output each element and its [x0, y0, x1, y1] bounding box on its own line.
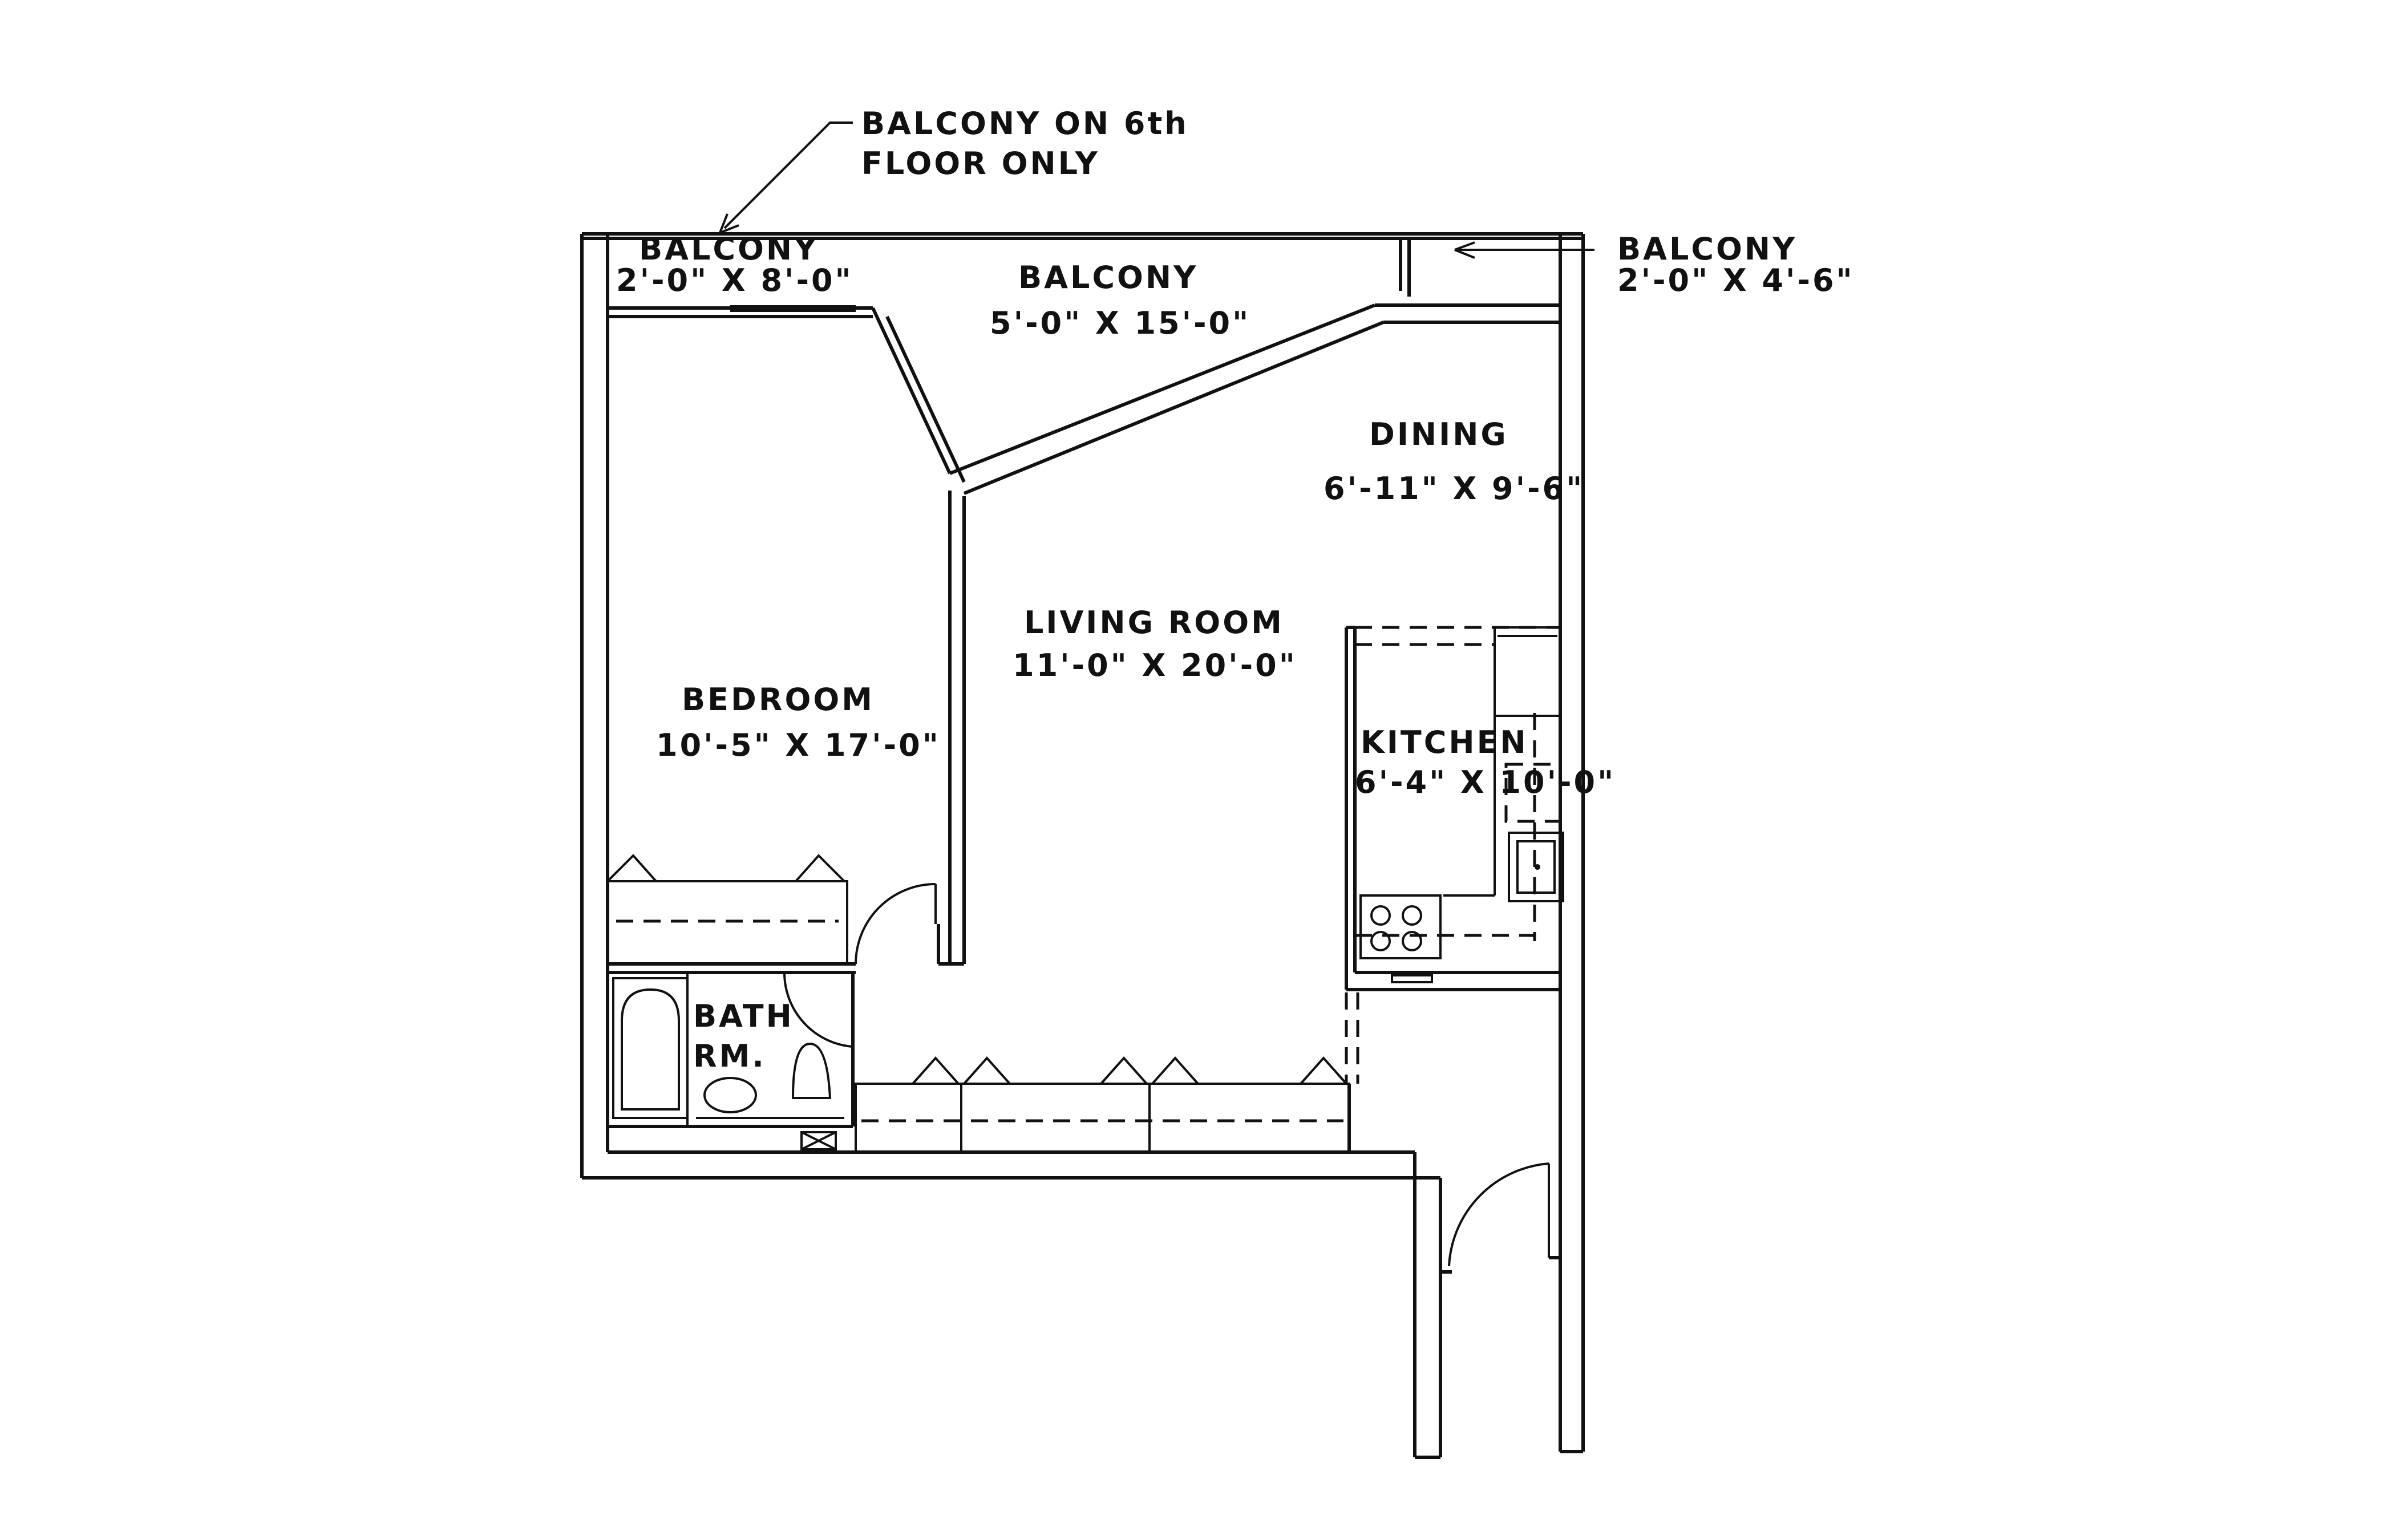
living-room-dims: 11'-0" X 20'-0" [1013, 647, 1297, 683]
bathroom [608, 972, 855, 1150]
balcony-partitions [608, 238, 1560, 495]
balcony-note-line1: BALCONY ON 6th [861, 106, 1189, 141]
dining-dims: 6'-11" X 9'-6" [1324, 471, 1584, 506]
kitchen [1345, 626, 1564, 1084]
bedroom-closet [606, 854, 848, 965]
entry-door [1440, 1162, 1560, 1274]
annotation-leaders [719, 121, 1594, 259]
balcony-small-dims: 2'-0" X 8'-0" [616, 262, 853, 298]
kitchen-dims: 6'-4" X 10'-0" [1355, 764, 1616, 800]
balcony-small-name: BALCONY [639, 231, 819, 267]
balcony-note-line2: FLOOR ONLY [861, 145, 1100, 181]
balcony-main-name: BALCONY [1018, 260, 1198, 295]
living-room-name: LIVING ROOM [1024, 605, 1284, 641]
labels: BALCONY ON 6th FLOOR ONLY BALCONY 2'-0" … [616, 106, 1855, 1074]
bedroom-name: BEDROOM [682, 682, 875, 718]
bedroom-partition [608, 491, 966, 974]
balcony-right-dims: 2'-0" X 4'-6" [1617, 262, 1855, 298]
bath-name-line2: RM. [693, 1038, 766, 1074]
dining-name: DINING [1369, 416, 1508, 452]
bedroom-dims: 10'-5" X 17'-0" [656, 727, 941, 763]
bath-name-line1: BATH [693, 998, 794, 1034]
kitchen-name: KITCHEN [1361, 724, 1528, 760]
living-closets [855, 1056, 1351, 1153]
balcony-main-dims: 5'-0" X 15'-0" [990, 305, 1250, 341]
balcony-right-name: BALCONY [1617, 231, 1797, 267]
